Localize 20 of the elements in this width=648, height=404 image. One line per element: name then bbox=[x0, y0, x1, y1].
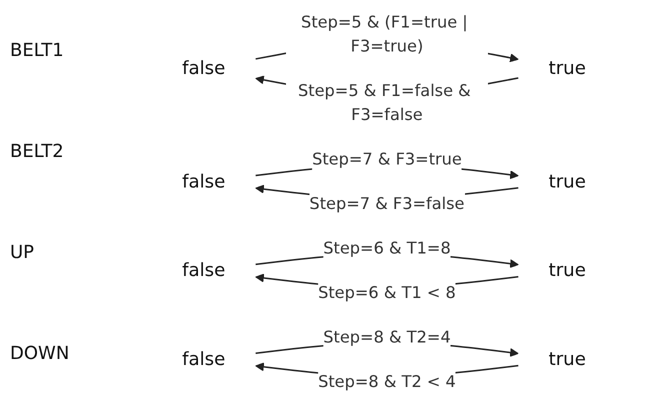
edge-label: Step=5 & F1=false & F3=false bbox=[298, 80, 471, 124]
state-machine-name: BELT1 bbox=[10, 40, 65, 61]
edge-label: Step=6 & T1=8 bbox=[323, 238, 451, 258]
edge-label: Step=7 & F3=true bbox=[312, 149, 462, 169]
edge-label: Step=7 & F3=false bbox=[309, 194, 464, 214]
node-text: false bbox=[182, 260, 226, 282]
edge-label: Step=5 & (F1=true | F3=true) bbox=[301, 12, 468, 56]
node-text: false bbox=[182, 58, 226, 80]
node-text: false bbox=[182, 171, 226, 192]
node-text: true bbox=[548, 58, 586, 80]
node-text: true bbox=[548, 348, 586, 370]
state-machine-name: UP bbox=[10, 242, 36, 263]
edge-label: Step=8 & T2=4 bbox=[323, 327, 451, 346]
node-text: true bbox=[548, 171, 586, 192]
state-machine-name: DOWN bbox=[10, 343, 70, 364]
node-text: false bbox=[182, 348, 226, 370]
state-machine-name: BELT2 bbox=[10, 141, 65, 162]
node-text: true bbox=[548, 260, 586, 282]
edge-label: Step=6 & T1 < 8 bbox=[318, 282, 456, 302]
edge-label: Step=8 & T2 < 4 bbox=[318, 372, 456, 391]
